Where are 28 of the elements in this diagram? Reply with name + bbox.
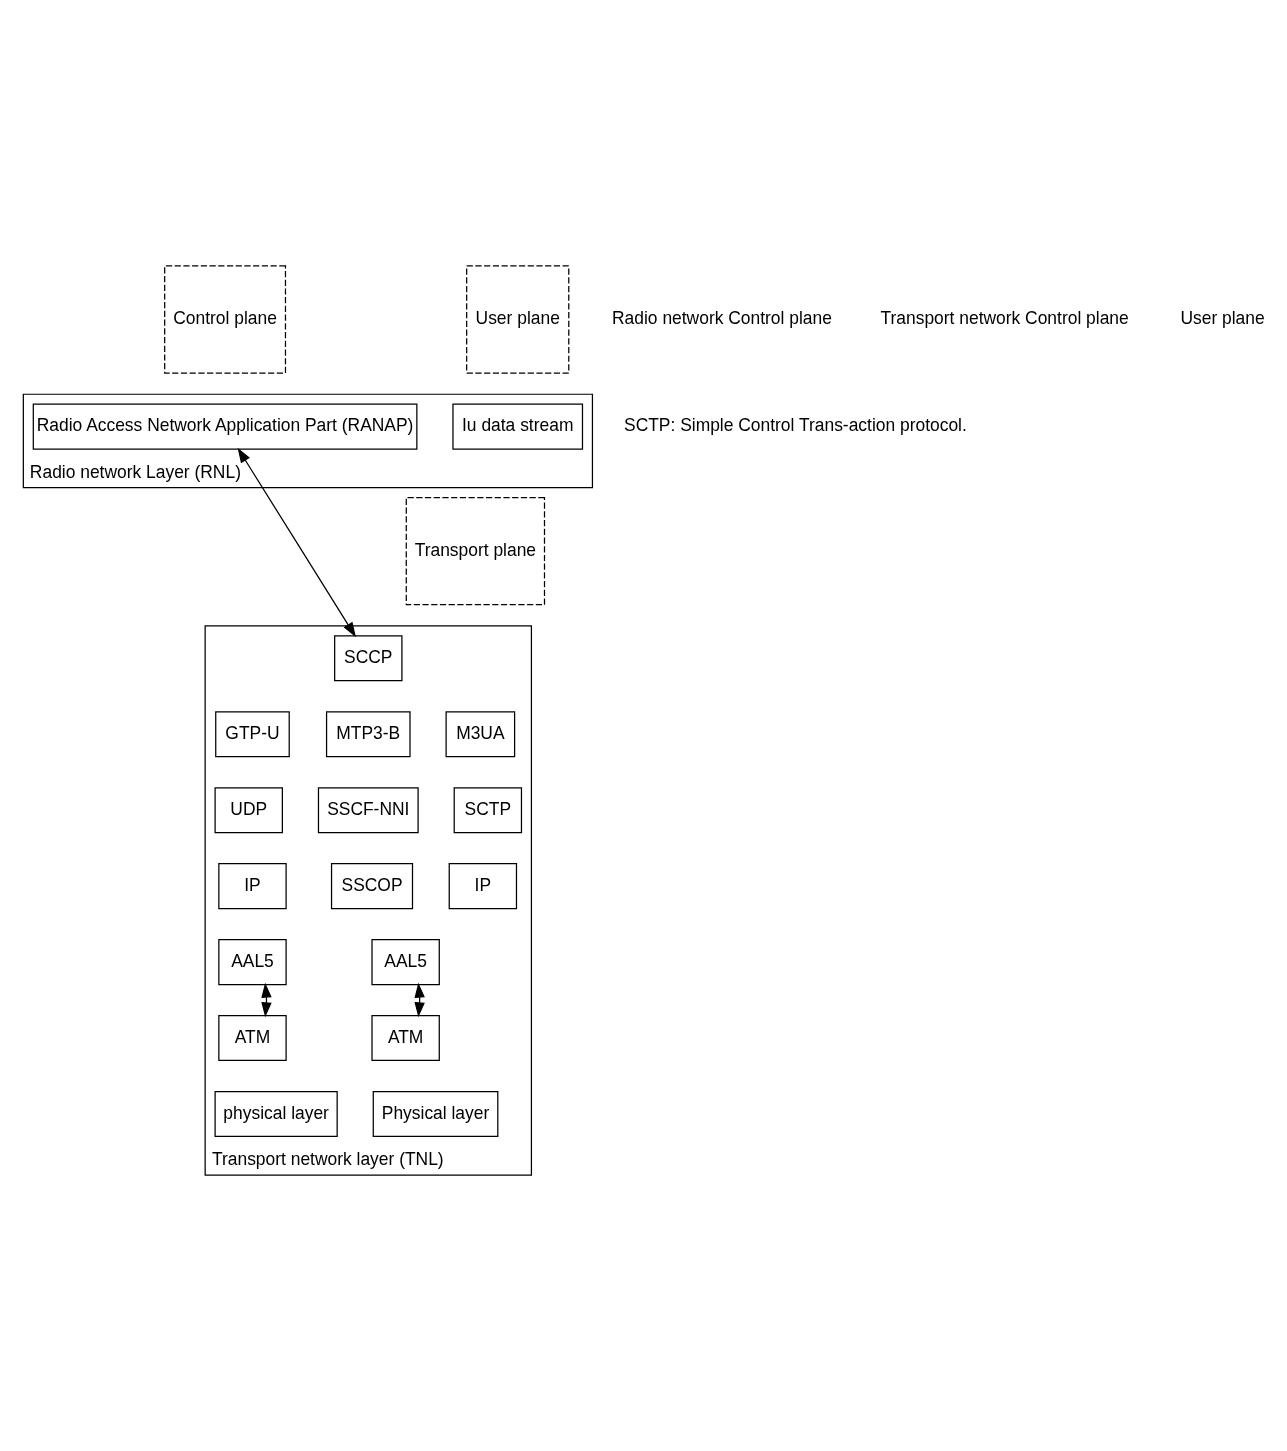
node-box: IP: [448, 863, 518, 910]
arrow: [261, 982, 272, 1018]
node-box: Radio Access Network Application Part (RANAP): [32, 403, 418, 450]
node-box: SCTP: [453, 787, 523, 834]
node-box: SCCP: [334, 635, 403, 682]
node-box: Iu data stream: [452, 403, 584, 450]
node-box: AAL5: [371, 939, 440, 986]
node-box: ATM: [218, 1015, 287, 1062]
label: User plane: [1180, 308, 1265, 329]
arrow: [237, 447, 356, 638]
node-box: AAL5: [218, 939, 287, 986]
node-box: physical layer: [214, 1091, 338, 1138]
node-box: Control plane: [164, 265, 287, 374]
node-box: User plane: [466, 265, 570, 374]
node-box: SSCF-NNI: [317, 787, 419, 834]
label: SCTP: Simple Control Trans-action protocol.: [624, 415, 967, 436]
node-box: UDP: [214, 787, 283, 834]
node-box: GTP-U: [215, 711, 290, 758]
label: Radio network Control plane: [612, 308, 832, 329]
node-box: Physical layer: [372, 1091, 499, 1138]
label: Transport network Control plane: [880, 308, 1129, 329]
node-box: MTP3-B: [325, 711, 411, 758]
node-box: ATM: [371, 1015, 440, 1062]
node-box: M3UA: [445, 711, 516, 758]
node-box: Transport plane: [405, 497, 546, 606]
node-box: SSCOP: [330, 863, 414, 910]
node-box: IP: [218, 863, 287, 910]
arrow: [414, 982, 425, 1018]
